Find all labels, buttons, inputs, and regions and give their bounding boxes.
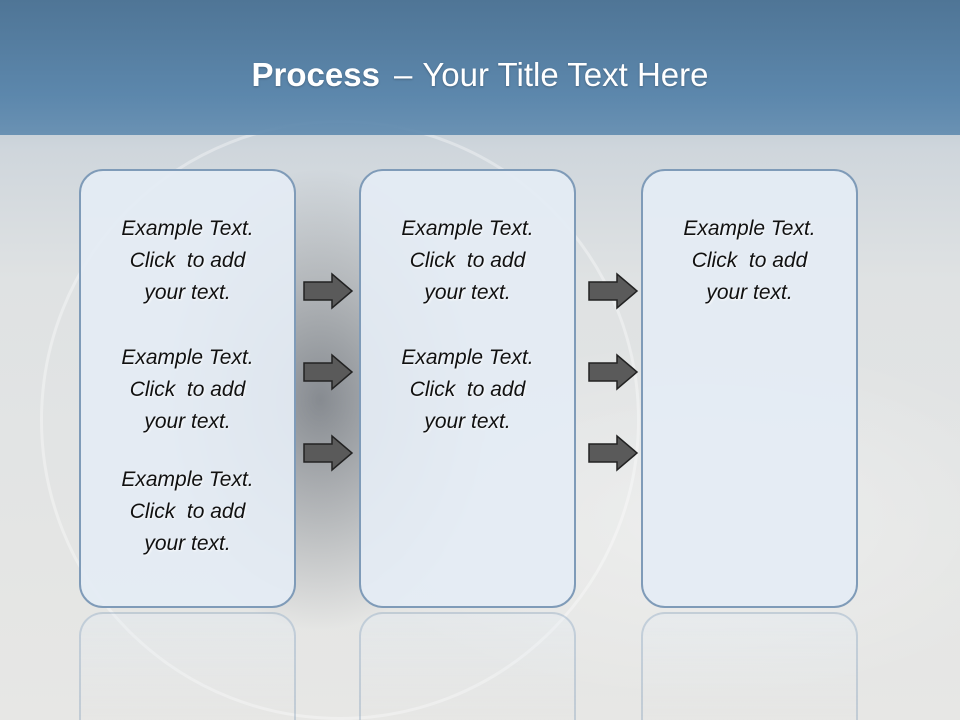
text-line: Click to add [129,500,246,523]
text-line: your text. [144,532,231,555]
text-line: Click to add [129,249,246,272]
text-line: your text. [424,281,511,304]
text-line: Example Text. [401,217,534,240]
text-block[interactable]: Example Text. Click to add your text. [361,213,574,309]
text-line: Click to add [409,249,526,272]
text-line: your text. [144,410,231,433]
text-line: Example Text. [683,217,816,240]
text-block[interactable]: Example Text. Click to add your text. [81,213,294,309]
panel-reflection [79,612,296,720]
right-arrow-icon [303,353,354,391]
text-line: Example Text. [121,217,254,240]
panel-reflection [359,612,576,720]
process-step-panel-2[interactable]: Example Text. Click to add your text. Ex… [359,169,576,608]
right-arrow-icon [588,434,639,472]
text-block[interactable]: Example Text. Click to add your text. [361,342,574,438]
right-arrow-icon [303,434,354,472]
right-arrow-icon [588,272,639,310]
text-line: Example Text. [121,468,254,491]
title-bold-text: Process [251,56,380,93]
text-line: Example Text. [401,346,534,369]
slide-title[interactable]: Process–Your Title Text Here [0,52,960,98]
text-line: Example Text. [121,346,254,369]
text-line: your text. [706,281,793,304]
text-line: Click to add [691,249,808,272]
right-arrow-icon [303,272,354,310]
text-line: your text. [424,410,511,433]
process-step-panel-1[interactable]: Example Text. Click to add your text. Ex… [79,169,296,608]
title-separator: – [393,56,413,93]
text-line: Click to add [129,378,246,401]
text-block[interactable]: Example Text. Click to add your text. [643,213,856,309]
text-block[interactable]: Example Text. Click to add your text. [81,464,294,560]
title-rest-text: Your Title Text Here [422,56,709,93]
text-block[interactable]: Example Text. Click to add your text. [81,342,294,438]
panel-reflection [641,612,858,720]
title-band [0,0,960,135]
text-line: your text. [144,281,231,304]
right-arrow-icon [588,353,639,391]
text-line: Click to add [409,378,526,401]
process-step-panel-3[interactable]: Example Text. Click to add your text. [641,169,858,608]
